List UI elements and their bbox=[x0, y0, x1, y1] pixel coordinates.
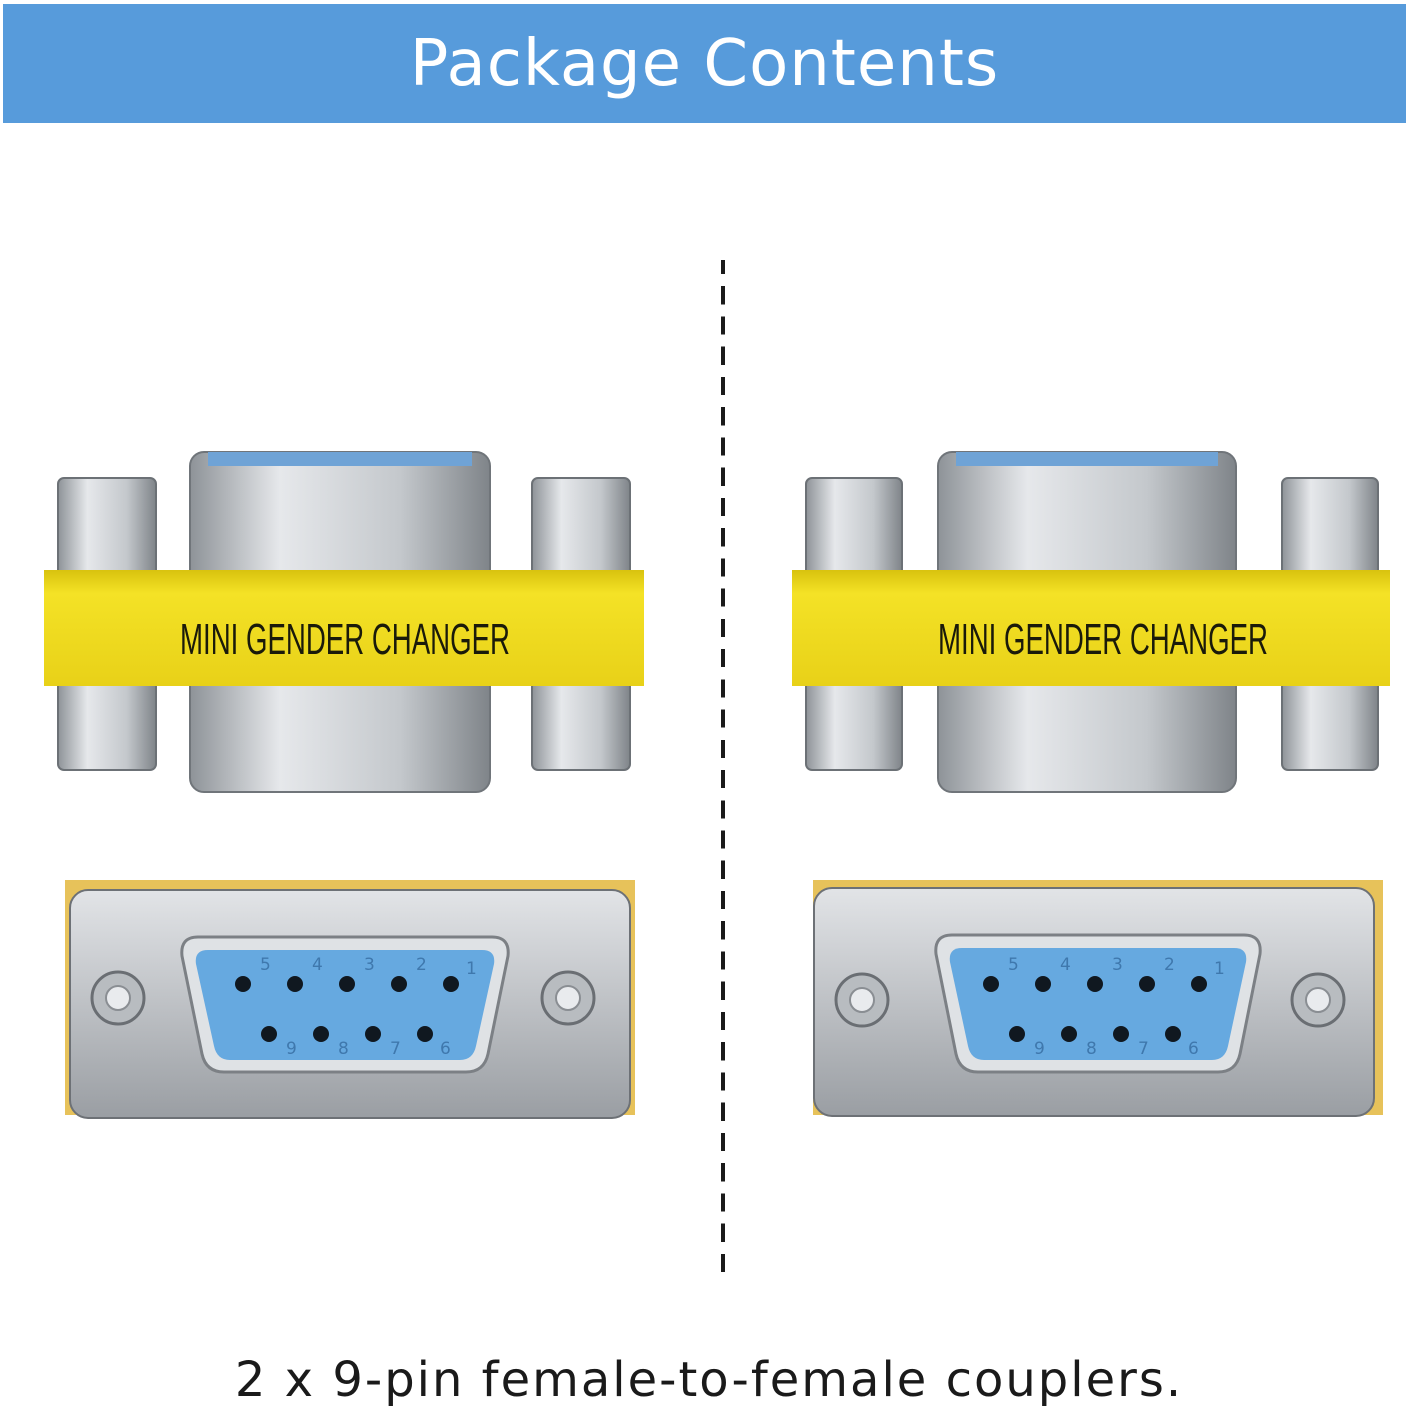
pin-label: 2 bbox=[416, 955, 427, 975]
band-label: MINI GENDER CHANGER bbox=[180, 615, 510, 664]
pin-label: 9 bbox=[286, 1039, 297, 1059]
connector-front-view bbox=[65, 880, 635, 1119]
product-image-2: MINI GENDER CHANGER 5 4 3 2 1 9 8 7 6 bbox=[792, 451, 1390, 1117]
pin-label: 7 bbox=[390, 1039, 401, 1059]
caption: 2 x 9-pin female-to-female couplers. bbox=[234, 1352, 1184, 1408]
band-label: MINI GENDER CHANGER bbox=[938, 615, 1268, 664]
pin-label: 4 bbox=[1060, 955, 1071, 975]
pin-label: 8 bbox=[338, 1039, 349, 1059]
header-banner: Package Contents bbox=[3, 4, 1406, 123]
pin-label: 1 bbox=[466, 959, 477, 979]
dashed-divider bbox=[721, 260, 725, 1272]
pin-label: 3 bbox=[1112, 955, 1123, 975]
pin-label: 5 bbox=[260, 955, 271, 975]
product-image-1: MINI GENDER CHANGER 5 4 3 2 1 9 8 7 6 bbox=[44, 451, 644, 1119]
pin-label: 6 bbox=[1188, 1039, 1199, 1059]
pin-label: 1 bbox=[1214, 959, 1225, 979]
pin-label: 8 bbox=[1086, 1039, 1097, 1059]
connector-side-view bbox=[44, 451, 644, 793]
pin-label: 7 bbox=[1138, 1039, 1149, 1059]
connector-front-view bbox=[813, 880, 1383, 1117]
pin-label: 2 bbox=[1164, 955, 1175, 975]
connector-side-view bbox=[792, 451, 1390, 793]
page-title: Package Contents bbox=[409, 26, 1000, 101]
pin-label: 5 bbox=[1008, 955, 1019, 975]
pin-label: 9 bbox=[1034, 1039, 1045, 1059]
pin-label: 4 bbox=[312, 955, 323, 975]
pin-label: 3 bbox=[364, 955, 375, 975]
pin-label: 6 bbox=[440, 1039, 451, 1059]
